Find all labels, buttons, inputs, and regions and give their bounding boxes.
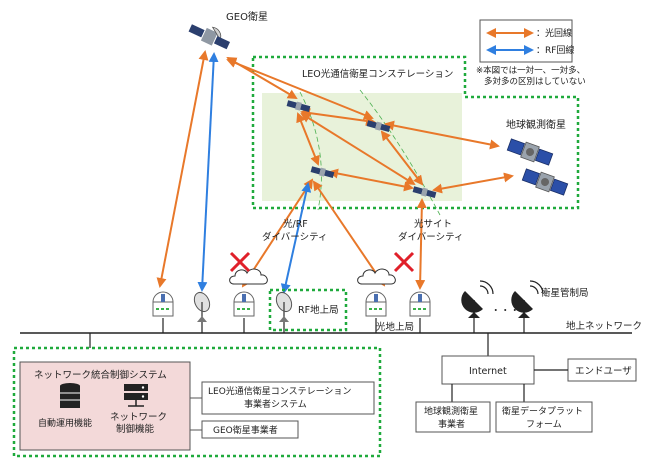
- network-control-system-box: [19, 361, 191, 451]
- legend-note-line1: ※本図では一対一、一対多、: [476, 65, 585, 76]
- optical-rf-diversity-label-2: ダイバーシティ: [262, 231, 328, 243]
- optical-ground-station-icon: [152, 291, 174, 317]
- leo-constellation-area: [262, 93, 462, 201]
- orbit-line: [359, 89, 441, 216]
- operator-system-group: [12, 346, 382, 458]
- end-user-label: エンドユーザ: [575, 366, 632, 377]
- earth-observation-operator-box: [415, 401, 491, 433]
- satellite-control-antenna-icon: [460, 280, 494, 319]
- optical-site-diversity-label-1: 光サイト: [414, 218, 452, 230]
- blocked-cross-icon: [393, 251, 415, 273]
- rf-antenna-icon: [190, 289, 214, 323]
- optical-rf-diversity-label-1: 光/RF: [283, 218, 308, 230]
- ellipsis-label: ・・・: [491, 306, 520, 317]
- ground-network-label: 地上ネットワーク: [566, 320, 642, 332]
- optical-ground-station-icon: [409, 291, 431, 317]
- optical-ground-station-icon: [233, 291, 255, 317]
- network-control-label-2: 制御機能: [116, 423, 155, 435]
- optical-ground-station-label: 光地上局: [376, 321, 414, 333]
- satellite-control-station-label: 衛星管制局: [541, 287, 589, 299]
- earth-observation-operator-label-2: 事業者: [438, 418, 465, 430]
- earth-observation-satellite-label: 地球観測衛星: [506, 118, 566, 131]
- earth-observation-satellite-icon: [506, 136, 554, 168]
- leo-operator-system-label-2: 事業者システム: [244, 398, 307, 410]
- internet-box: [441, 355, 535, 385]
- earth-observation-operator-label-1: 地球観測衛星: [424, 405, 478, 417]
- rf-antenna-icon: [272, 289, 296, 323]
- network-control-system-title: ネットワーク統合制御システム: [34, 369, 167, 381]
- legend-optical-label: ：光回線: [536, 27, 572, 39]
- rf-ground-station-label: RF地上局: [298, 304, 339, 316]
- data-platform-box: [495, 401, 593, 433]
- earth-observation-satellite-icon: [521, 166, 569, 198]
- data-platform-label-1: 衛星データプラット: [502, 405, 583, 417]
- legend-box: [479, 19, 573, 63]
- cloud-icon: [357, 268, 396, 285]
- data-platform-label-2: フォーム: [526, 419, 562, 430]
- optical-site-diversity-label-2: ダイバーシティ: [398, 231, 464, 243]
- geo-satellite-label: GEO衛星: [226, 10, 268, 23]
- geo-satellite-icon: [188, 24, 231, 50]
- legend-note-line2: 多対多の区別はしていない: [484, 76, 586, 87]
- server-icon: [124, 384, 148, 407]
- rf-ground-station-box: [268, 288, 348, 332]
- optical-ground-station-icon: [365, 291, 387, 317]
- legend-rf-label: ：RF回線: [536, 44, 574, 56]
- leo-operator-system-label-1: LEO光通信衛星コンステレーション: [208, 385, 351, 397]
- leo-operator-system-box: [201, 381, 375, 415]
- blocked-cross-icon: [229, 251, 251, 273]
- geo-operator-label: GEO衛星事業者: [213, 424, 278, 436]
- network-control-label-1: ネットワーク: [110, 412, 167, 423]
- leo-constellation-label: LEO光通信衛星コンステレーション: [302, 68, 453, 80]
- auto-ops-label: 自動運用機能: [38, 417, 92, 429]
- internet-label: Internet: [469, 366, 507, 377]
- database-icon: [60, 383, 80, 408]
